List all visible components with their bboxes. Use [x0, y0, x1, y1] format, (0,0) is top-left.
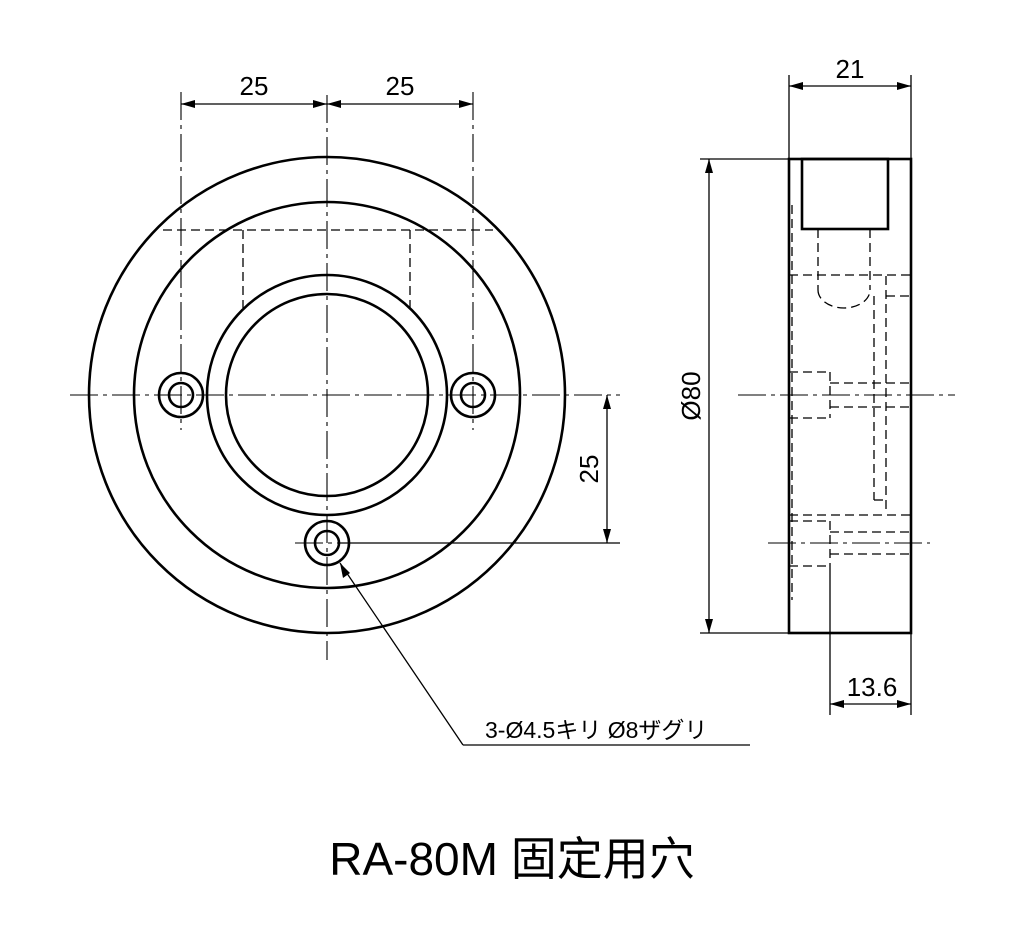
side-view: Ø80 21 13.6: [676, 54, 955, 715]
set-screw-pocket: [800, 157, 890, 231]
hole-callout-text: 3-Ø4.5キリ Ø8ザグリ: [485, 717, 707, 743]
front-view: 25 25 25 3-Ø4.5キリ Ø8ザグリ: [70, 71, 750, 746]
dim-vertical-offset-label: 25: [574, 455, 604, 484]
drawing-title: RA-80M 固定用穴: [329, 833, 694, 885]
bolt-circle-ring: [132, 200, 522, 590]
dim-counterbore-depth-label: 13.6: [847, 672, 898, 702]
hole-callout-leader: [339, 562, 750, 746]
dim-left-spacing-label: 25: [240, 71, 269, 101]
dim-right-spacing-label: 25: [386, 71, 415, 101]
dim-diameter-label: Ø80: [676, 371, 706, 420]
dimension-counterbore-depth: 13.6: [829, 566, 912, 715]
dimension-diameter: Ø80: [676, 158, 789, 634]
dim-thickness-label: 21: [836, 54, 865, 84]
bore-circle: [224, 292, 430, 498]
side-hidden-features: [789, 205, 911, 600]
dimension-thickness: 21: [788, 54, 912, 159]
dimension-top-spacing: 25 25: [181, 71, 473, 108]
outer-circle: [87, 155, 567, 635]
hub-outer-circle: [205, 273, 449, 517]
dimension-vertical-offset: 25: [340, 395, 620, 544]
